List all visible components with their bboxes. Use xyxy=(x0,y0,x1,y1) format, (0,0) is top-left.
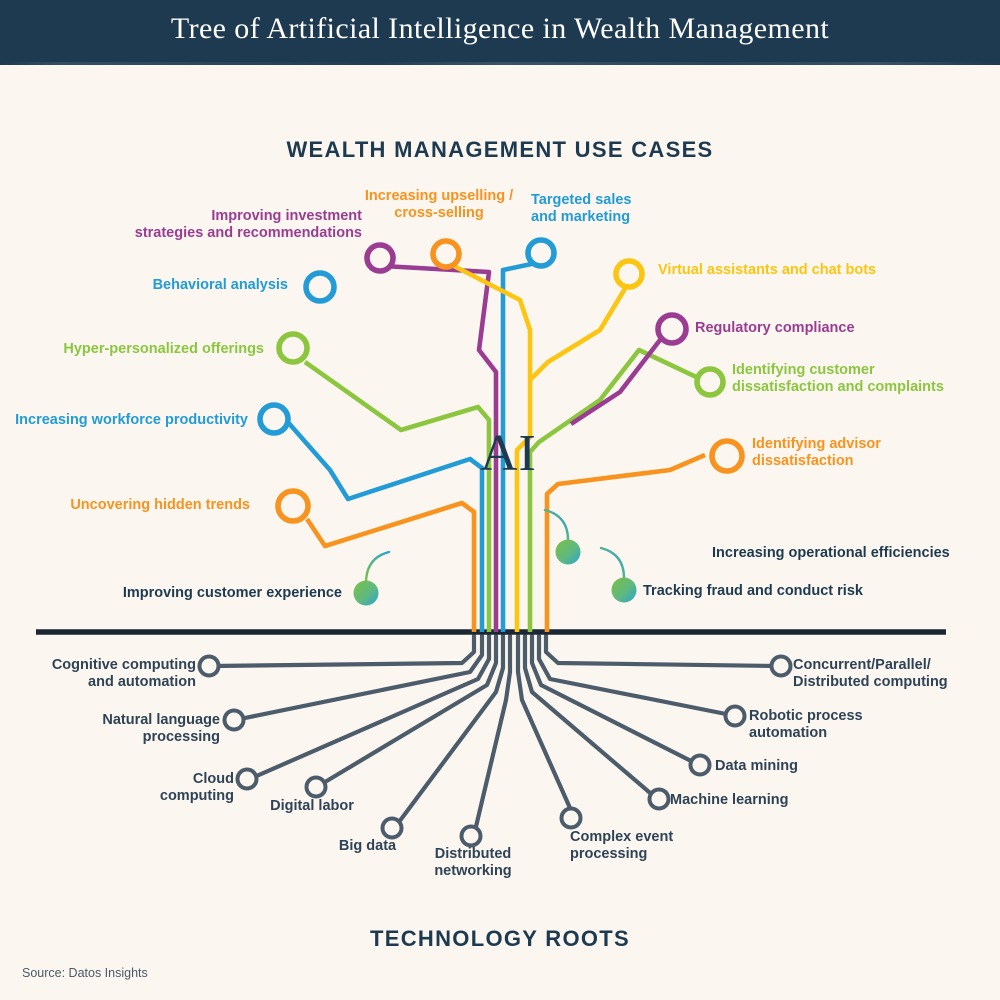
root-label-cloud-computing: Cloud computing xyxy=(159,771,234,804)
branch-label-identifying-advisor-dissatisfaction: Identifying advisor dissatisfaction xyxy=(752,436,881,469)
branch-label-behavioral-analysis: Behavioral analysis xyxy=(152,277,288,293)
fruit-label-tracking-fraud-and-conduct-risk: Tracking fraud and conduct risk xyxy=(643,583,863,599)
fruit-improving-customer-experience xyxy=(353,580,379,606)
ai-trunk-label: AI xyxy=(480,425,537,482)
root-label-big-data: Big data xyxy=(338,838,397,854)
root-label-natural-language-processing: Natural language processing xyxy=(102,712,220,745)
root-label-data-mining: Data mining xyxy=(715,758,798,774)
branch-label-identifying-customer-dissatisfaction: Identifying customer dissatisfaction and… xyxy=(732,362,944,395)
branch-label-increasing-upselling: Increasing upselling / cross-selling xyxy=(364,188,514,221)
root-lines xyxy=(211,633,780,838)
branch-label-regulatory-compliance: Regulatory compliance xyxy=(695,320,855,336)
branch-label-increasing-workforce-productivity: Increasing workforce productivity xyxy=(15,412,248,428)
section-heading-use-cases: WEALTH MANAGEMENT USE CASES xyxy=(286,137,714,162)
root-label-concurrent-parallel-distributed-computing: Concurrent/Parallel/ Distributed computi… xyxy=(793,657,948,690)
section-heading-technology-roots: TECHNOLOGY ROOTS xyxy=(370,926,630,951)
root-label-cognitive-computing: Cognitive computing and automation xyxy=(51,657,196,690)
branch-label-virtual-assistants: Virtual assistants and chat bots xyxy=(658,262,877,278)
root-label-complex-event-processing: Complex event processing xyxy=(570,829,674,862)
fruit-operational-efficiencies xyxy=(555,539,581,565)
fruit-label-increasing-operational-efficiencies: Increasing operational efficiencies xyxy=(712,545,950,561)
root-label-digital-labor: Digital labor xyxy=(270,798,354,814)
page-title: Tree of Artificial Intelligence in Wealt… xyxy=(170,12,830,45)
fruit-label-improving-customer-experience: Improving customer experience xyxy=(122,585,342,601)
root-label-distributed-networking: Distributed networking xyxy=(434,846,512,879)
fruit-tracking-fraud xyxy=(611,577,637,603)
branch-label-hyper-personalized-offerings: Hyper-personalized offerings xyxy=(63,341,264,357)
fruit-stems xyxy=(364,508,626,585)
fruit-nodes xyxy=(353,539,637,606)
root-label-machine-learning: Machine learning xyxy=(670,792,789,808)
branch-label-targeted-sales: Targeted sales and marketing xyxy=(531,192,632,225)
branch-label-uncovering-hidden-trends: Uncovering hidden trends xyxy=(70,497,250,513)
branch-nodes xyxy=(257,237,745,524)
branch-label-improving-investment-strategies: Improving investment strategies and reco… xyxy=(134,208,362,241)
root-nodes xyxy=(197,654,793,848)
source-note: Source: Datos Insights xyxy=(22,966,148,980)
root-label-robotic-process-automation: Robotic process automation xyxy=(749,708,863,741)
branch-lines xyxy=(284,259,712,632)
